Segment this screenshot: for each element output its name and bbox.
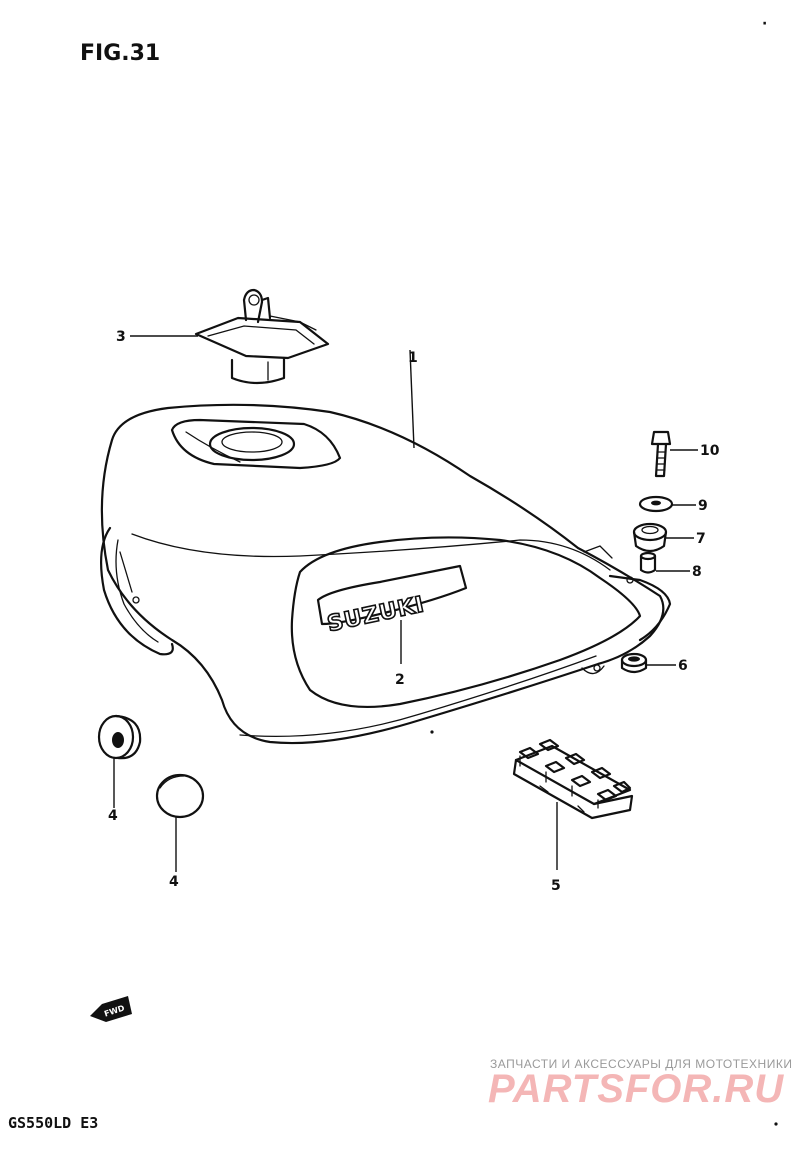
callout-4-lower: 4 — [169, 874, 179, 890]
callout-10: 10 — [700, 443, 720, 459]
grommet-part-7 — [632, 522, 668, 553]
watermark-brand: PARTSFOR.RU — [488, 1067, 784, 1111]
damper-part-4-upper — [97, 714, 142, 760]
callout-5: 5 — [551, 878, 561, 894]
emblem-text: SUZUKI — [325, 592, 427, 637]
fuel-tank-part-1 — [100, 403, 672, 745]
leader-1 — [409, 349, 415, 449]
forward-arrow-icon: FWD — [90, 996, 132, 1022]
callout-4-upper: 4 — [108, 808, 118, 824]
speck — [430, 730, 434, 734]
callout-6: 6 — [678, 658, 688, 674]
model-code: GS550LD E3 — [8, 1114, 98, 1132]
speck — [774, 1122, 778, 1126]
fuel-cap-part-3 — [194, 288, 330, 385]
washer-part-9 — [638, 495, 674, 513]
watermark-tagline: ЗАПЧАСТИ И АКСЕССУАРЫ ДЛЯ МОТОТЕХНИКИ — [490, 1057, 792, 1071]
callout-8: 8 — [692, 564, 702, 580]
bolt-part-10 — [650, 430, 672, 478]
spacer-part-8 — [639, 551, 657, 574]
watermark: ЗАПЧАСТИ И АКСЕССУАРЫ ДЛЯ МОТОТЕХНИКИ PA… — [488, 1057, 792, 1111]
callout-1: 1 — [408, 350, 418, 366]
callout-7: 7 — [696, 531, 706, 547]
corner-mark: · — [762, 16, 767, 32]
rubber-pad-part-5 — [512, 738, 634, 820]
callout-2: 2 — [395, 672, 405, 688]
suzuki-emblem: SUZUKI — [316, 564, 468, 638]
figure-title: FIG.31 — [80, 41, 160, 66]
cap-part-4-lower — [155, 773, 205, 819]
cushion-part-6 — [620, 652, 648, 674]
callout-3: 3 — [116, 329, 126, 345]
callout-9: 9 — [698, 498, 708, 514]
